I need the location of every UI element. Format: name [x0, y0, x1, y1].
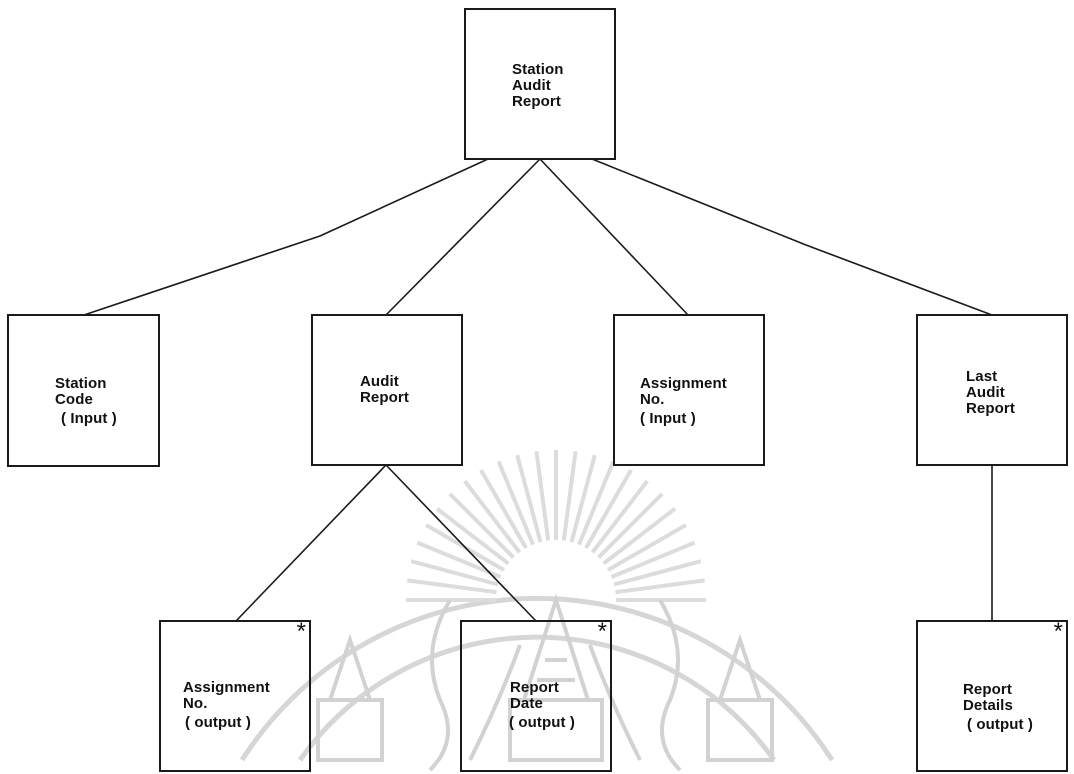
connector-root-last-audit: [591, 158, 993, 316]
node-label: Report Date ( output ): [509, 679, 575, 731]
watermark-ray: [606, 523, 687, 572]
node-label: Last Audit Report: [966, 369, 1015, 417]
label-line: ( Input ): [640, 410, 696, 427]
label-line: Report: [963, 681, 1012, 698]
label-line: Details: [963, 697, 1013, 714]
watermark-ray: [613, 559, 702, 587]
connector-root-station-code: [83, 158, 489, 316]
label-line: Audit: [966, 384, 1005, 401]
label-line: No.: [640, 391, 665, 408]
label-line: Audit: [360, 373, 399, 390]
repetition-star-icon: *: [296, 618, 306, 645]
watermark-ray: [561, 451, 578, 541]
label-line: Station: [55, 375, 107, 392]
node-label: Report Details ( output ): [963, 682, 1033, 733]
watermark-ray: [534, 451, 551, 541]
node-last-audit-report: Last Audit Report: [916, 314, 1068, 466]
watermark-ray: [410, 559, 499, 587]
label-line: Last: [966, 368, 998, 385]
watermark-ray: [463, 479, 522, 554]
label-line: ( output ): [967, 716, 1033, 733]
label-line: Assignment: [183, 679, 270, 696]
node-label: Assignment No. ( output ): [183, 680, 270, 731]
label-line: No.: [183, 695, 208, 712]
label-line: ( Input ): [61, 410, 117, 427]
label-line: Code: [55, 391, 93, 408]
watermark-ray: [584, 469, 633, 550]
watermark-ray: [515, 454, 543, 543]
label-line: Report: [512, 93, 561, 110]
watermark-ray: [479, 469, 528, 550]
node-report-date-output: * Report Date ( output ): [460, 620, 612, 772]
connector-audit-report-date: [385, 464, 537, 622]
node-station-audit-report: Station Audit Report: [464, 8, 616, 160]
watermark-ray: [596, 492, 664, 560]
node-audit-report: Audit Report: [311, 314, 463, 466]
label-line: Assignment: [640, 375, 727, 392]
node-label: Station Audit Report: [512, 62, 564, 110]
label-line: Date: [510, 695, 543, 712]
label-line: ( output ): [509, 714, 575, 731]
connector-audit-assignment-output: [235, 464, 387, 622]
label-line: ( output ): [185, 714, 251, 731]
connector-root-assignment-input: [539, 158, 689, 316]
watermark-ray: [435, 507, 510, 566]
watermark-ray: [590, 479, 649, 554]
node-assignment-no-input: Assignment No. ( Input ): [613, 314, 765, 466]
watermark-ray: [615, 578, 705, 595]
node-station-code-input: Station Code ( Input ): [7, 314, 160, 467]
watermark-ray: [610, 540, 696, 579]
watermark-ray: [416, 540, 502, 579]
repetition-star-icon: *: [1053, 618, 1063, 645]
watermark-ray: [602, 507, 677, 566]
repetition-star-icon: *: [597, 618, 607, 645]
watermark-ray: [448, 492, 516, 560]
watermark-ray: [577, 460, 616, 546]
watermark-ray: [407, 578, 497, 595]
label-line: Audit: [512, 77, 551, 94]
label-line: Report: [966, 400, 1015, 417]
node-report-details-output: * Report Details ( output ): [916, 620, 1068, 772]
label-line: Report: [510, 679, 559, 696]
label-line: Report: [360, 389, 409, 406]
watermark-ray: [569, 454, 597, 543]
node-label: Station Code ( Input ): [55, 376, 117, 427]
connector-root-audit-report: [385, 158, 541, 316]
node-label: Assignment No. ( Input ): [640, 376, 727, 427]
watermark-ray: [496, 460, 535, 546]
label-line: Station: [512, 61, 564, 78]
node-label: Audit Report: [360, 374, 409, 406]
node-assignment-no-output: * Assignment No. ( output ): [159, 620, 311, 772]
